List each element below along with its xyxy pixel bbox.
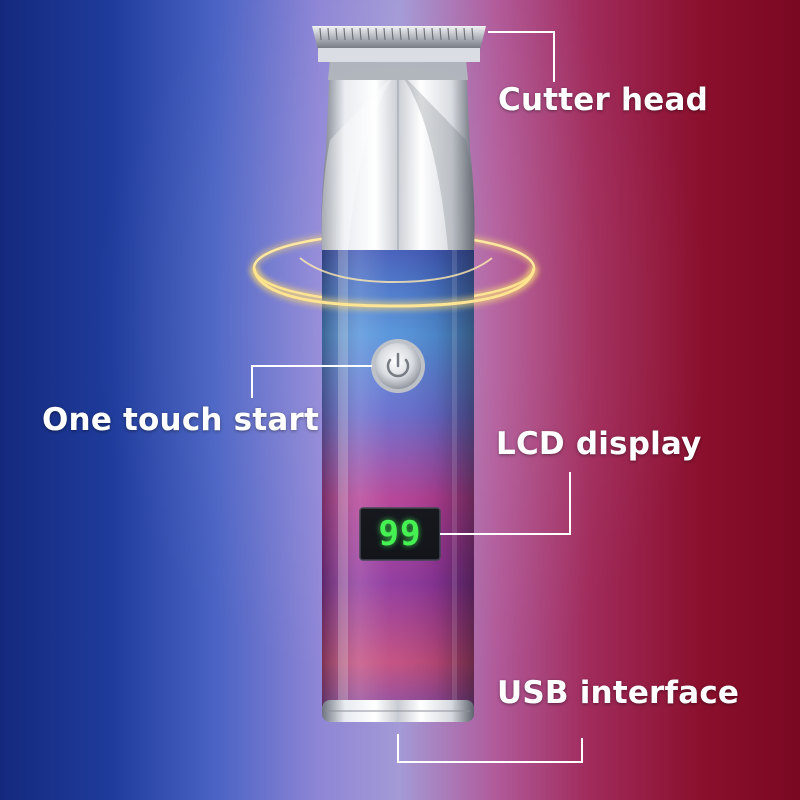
label-usb-interface: USB interface xyxy=(497,675,740,711)
chrome-housing xyxy=(321,60,475,250)
label-one-touch-start: One touch start xyxy=(42,402,319,438)
usb-end-cap xyxy=(322,700,474,722)
lcd-reading: 99 xyxy=(378,514,422,554)
callout-lcd xyxy=(440,472,571,535)
power-button[interactable] xyxy=(371,339,425,393)
callout-lines xyxy=(251,31,583,763)
trimmer-body xyxy=(322,225,474,722)
label-lcd-display: LCD display xyxy=(496,426,702,462)
cutter-head xyxy=(312,26,486,62)
glow-ring-front xyxy=(249,257,539,311)
callout-cutter-head xyxy=(488,31,555,82)
callout-usb xyxy=(397,734,583,763)
callout-one-touch xyxy=(251,365,372,398)
label-cutter-head: Cutter head xyxy=(498,82,708,118)
power-icon xyxy=(386,352,410,378)
